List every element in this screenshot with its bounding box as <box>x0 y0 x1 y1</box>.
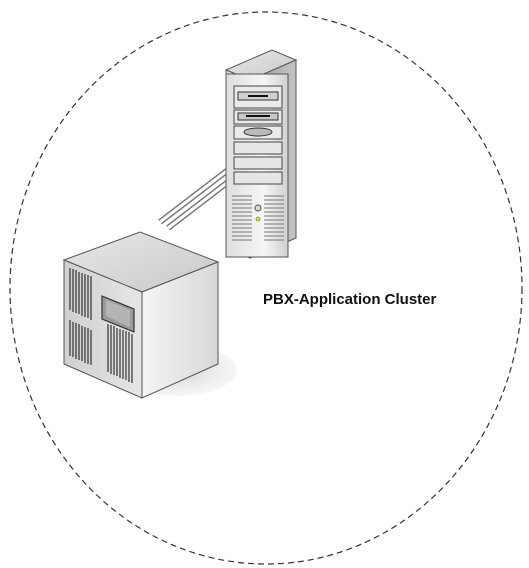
drive-bays <box>233 85 283 185</box>
cabinet-server-icon <box>62 231 237 399</box>
cabinet-vents-left <box>69 268 133 383</box>
power-button-icon <box>254 204 262 212</box>
connection-link <box>158 167 230 231</box>
cluster-boundary <box>9 11 523 565</box>
cluster-label: PBX-Application Cluster <box>263 291 437 308</box>
tower-server-icon <box>224 49 298 259</box>
tower-vents <box>232 195 284 241</box>
power-led-icon <box>255 216 261 222</box>
